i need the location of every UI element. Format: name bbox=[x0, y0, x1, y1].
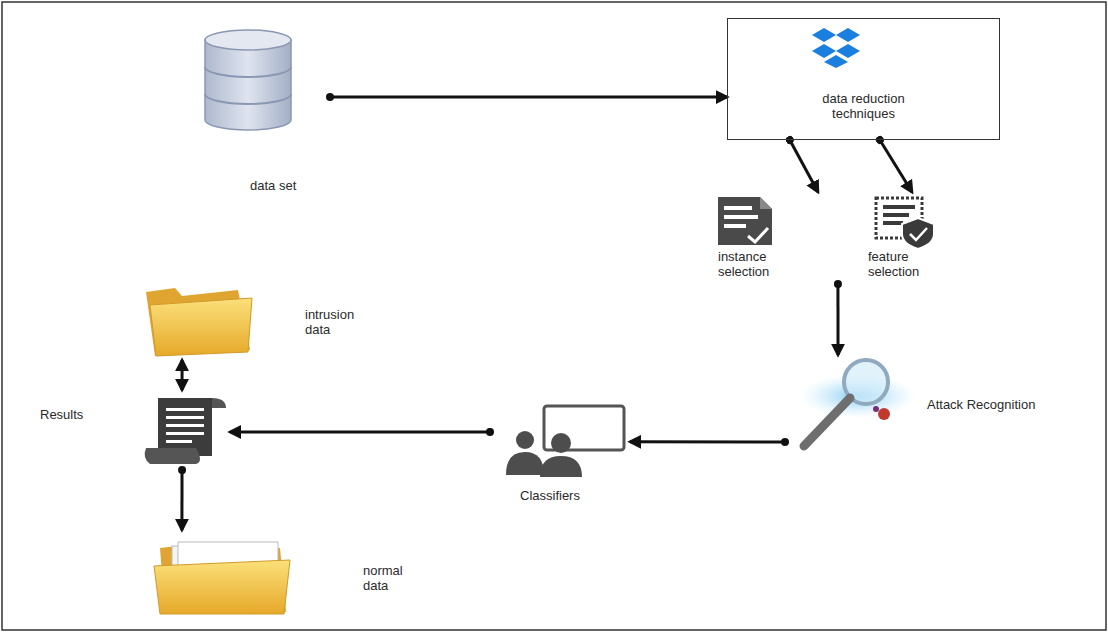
icon-node: Classifiers bbox=[490, 400, 630, 510]
icon-node: instance selection bbox=[712, 192, 847, 284]
node-label: intrusion data bbox=[305, 307, 367, 337]
icon-node: intrusion data bbox=[140, 282, 375, 360]
node-label: Results bbox=[40, 407, 120, 422]
icon-node: feature selection bbox=[865, 192, 965, 284]
node-label: data set bbox=[250, 178, 330, 193]
flow-arrow bbox=[330, 96, 727, 99]
flow-arrow bbox=[880, 140, 912, 192]
magnifier-icon bbox=[800, 360, 916, 446]
dropbox-logo bbox=[812, 28, 860, 68]
node-label: feature selection bbox=[868, 249, 943, 279]
node-label: instance selection bbox=[718, 249, 793, 279]
flow-arrow bbox=[790, 140, 818, 192]
classifier-icon bbox=[506, 406, 624, 477]
flow-arrow bbox=[630, 440, 785, 443]
icon-node: data set bbox=[200, 25, 330, 205]
scroll-icon bbox=[145, 398, 226, 464]
flow-arrow bbox=[230, 430, 490, 433]
process-box: data reduction techniques bbox=[727, 18, 1000, 140]
icon-node: Attack Recognition bbox=[785, 355, 1095, 455]
node-label: normal data bbox=[363, 563, 430, 593]
flow-arrow bbox=[836, 284, 839, 355]
node-label: Classifiers bbox=[520, 488, 620, 503]
document-icon bbox=[718, 197, 772, 245]
flow-arrow bbox=[181, 360, 184, 390]
node-label: data reduction techniques bbox=[814, 91, 914, 121]
icon-node: normal data bbox=[150, 530, 430, 620]
folder-icon bbox=[154, 542, 290, 614]
node-label: Attack Recognition bbox=[927, 397, 1087, 412]
icon-node: Results bbox=[35, 390, 230, 470]
certificate-icon bbox=[876, 198, 934, 249]
folder-icon bbox=[146, 288, 252, 356]
flow-arrow bbox=[180, 470, 183, 530]
database-icon bbox=[205, 30, 291, 130]
